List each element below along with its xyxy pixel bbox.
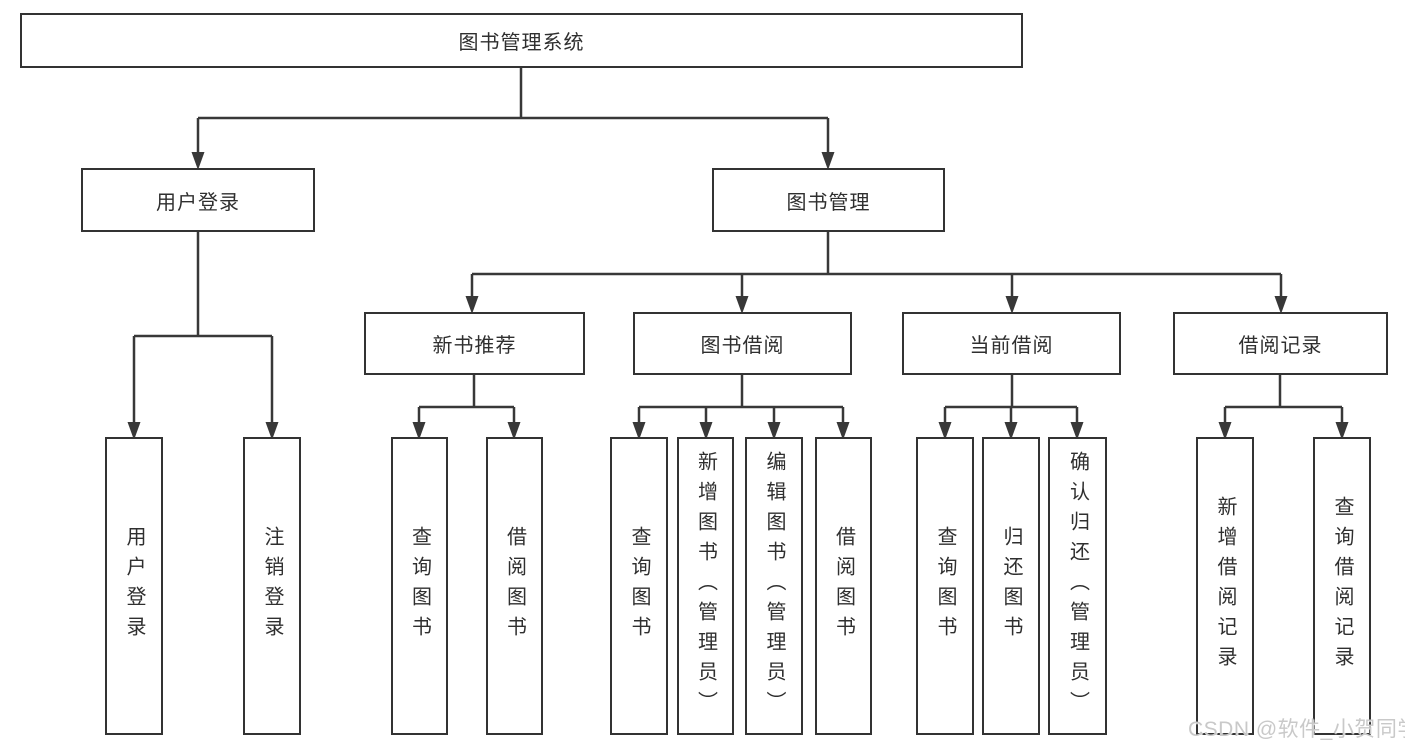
- leaf-logout: 注销登录: [243, 437, 301, 735]
- node-book-borrow: 图书借阅: [633, 312, 852, 375]
- leaf-current-query-books: 查询图书: [916, 437, 974, 735]
- node-new-book-recommend: 新书推荐: [364, 312, 585, 375]
- leaf-edit-books-admin: 编辑图书（管理员）: [745, 437, 803, 735]
- node-library-management-system: 图书管理系统: [20, 13, 1023, 68]
- leaf-confirm-return-admin-label: 确认归还（管理员）: [1066, 451, 1089, 721]
- leaf-user-login: 用户登录: [105, 437, 163, 735]
- node-user-login: 用户登录: [81, 168, 315, 232]
- node-borrow-records: 借阅记录: [1173, 312, 1388, 375]
- leaf-recommend-query-books-label: 查询图书: [408, 526, 431, 646]
- node-book-management: 图书管理: [712, 168, 945, 232]
- leaf-add-books-admin: 新增图书（管理员）: [677, 437, 734, 735]
- leaf-return-books: 归还图书: [982, 437, 1040, 735]
- leaf-borrow-query-books-label: 查询图书: [628, 526, 650, 646]
- leaf-borrow-books-label: 借阅图书: [832, 526, 855, 646]
- leaf-logout-label: 注销登录: [261, 526, 283, 646]
- leaf-query-borrow-record-label: 查询借阅记录: [1331, 496, 1353, 676]
- leaf-add-borrow-record: 新增借阅记录: [1196, 437, 1254, 735]
- leaf-user-login-label: 用户登录: [123, 526, 145, 646]
- leaf-borrow-query-books: 查询图书: [610, 437, 668, 735]
- leaf-recommend-borrow-books-label: 借阅图书: [503, 526, 526, 646]
- leaf-query-borrow-record: 查询借阅记录: [1313, 437, 1371, 735]
- leaf-return-books-label: 归还图书: [1000, 526, 1022, 646]
- leaf-borrow-books: 借阅图书: [815, 437, 872, 735]
- leaf-edit-books-admin-label: 编辑图书（管理员）: [763, 451, 785, 721]
- node-current-borrow: 当前借阅: [902, 312, 1121, 375]
- leaf-add-books-admin-label: 新增图书（管理员）: [694, 451, 717, 721]
- leaf-recommend-query-books: 查询图书: [391, 437, 448, 735]
- leaf-current-query-books-label: 查询图书: [934, 526, 956, 646]
- leaf-confirm-return-admin: 确认归还（管理员）: [1048, 437, 1107, 735]
- leaf-recommend-borrow-books: 借阅图书: [486, 437, 543, 735]
- leaf-add-borrow-record-label: 新增借阅记录: [1214, 496, 1236, 676]
- csdn-watermark: CSDN @软件_小贺同学: [1188, 718, 1405, 741]
